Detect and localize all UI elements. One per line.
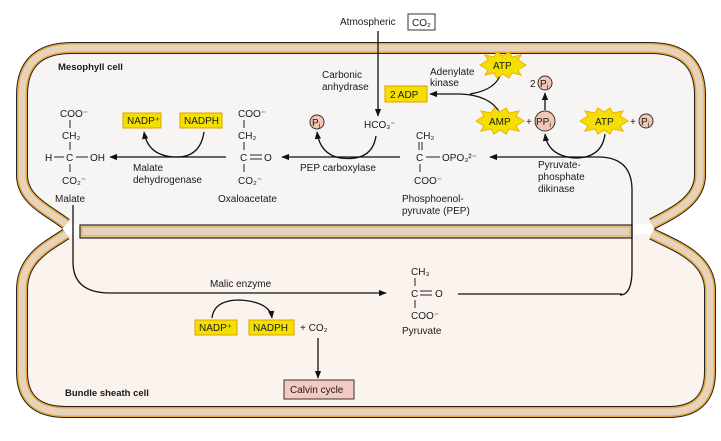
two-adp-highlight bbox=[384, 85, 428, 103]
svg-text:ATP: ATP bbox=[595, 117, 614, 128]
plus-sign-2: + bbox=[630, 117, 636, 128]
atp-starburst-top: ATP bbox=[479, 51, 527, 79]
phosphate-icon: Pi bbox=[309, 114, 325, 130]
oxaloacetate-structure: COO⁻ CH₂ C O CO₂⁻ Oxaloacetate bbox=[218, 109, 277, 205]
atmospheric-co2: CO₂ bbox=[412, 18, 431, 29]
calvin-cycle-label: Calvin cycle bbox=[290, 385, 344, 396]
atp-starburst-right: ATP bbox=[579, 107, 629, 135]
ppdk-label-2: phosphate bbox=[538, 172, 585, 183]
svg-text:PPi: PPi bbox=[536, 117, 551, 129]
nadph-top: NADPH bbox=[184, 116, 219, 127]
svg-text:Malate: Malate bbox=[55, 194, 85, 205]
svg-text:Pi: Pi bbox=[312, 118, 321, 130]
svg-text:OPO₃²⁻: OPO₃²⁻ bbox=[442, 153, 477, 164]
svg-text:CO₂⁻: CO₂⁻ bbox=[62, 176, 86, 187]
atp-to-pp-curve bbox=[542, 133, 606, 159]
atmospheric-label: Atmospheric bbox=[340, 17, 396, 28]
carbonic-anhydrase-label-1: Carbonic bbox=[322, 70, 362, 81]
svg-text:ATP: ATP bbox=[493, 61, 512, 72]
bundle-sheath-cell bbox=[16, 228, 716, 418]
pyrophosphate-icon: PPi bbox=[534, 110, 556, 132]
pyruvate-structure: CH₃ C O COO⁻ Pyruvate bbox=[402, 267, 443, 337]
carbonic-anhydrase-label-2: anhydrase bbox=[322, 82, 369, 93]
mesophyll-cell-label: Mesophyll cell bbox=[58, 62, 123, 73]
svg-text:O: O bbox=[264, 153, 272, 164]
svg-text:COO⁻: COO⁻ bbox=[411, 311, 439, 322]
svg-text:AMP: AMP bbox=[489, 117, 511, 128]
ppdk-label-3: dikinase bbox=[538, 184, 575, 195]
pyruvate-to-pep-arrow bbox=[489, 153, 633, 296]
amp-to-adp-arrow bbox=[429, 90, 501, 114]
hco3: HCO₃⁻ bbox=[364, 120, 396, 131]
nadp-plus-bottom-highlight bbox=[194, 319, 238, 336]
calvin-cycle-box bbox=[283, 379, 355, 400]
shared-cell-wall-inner bbox=[81, 226, 631, 237]
malate-dehydrogenase-label-2: dehydrogenase bbox=[133, 175, 202, 186]
amp-starburst: AMP bbox=[475, 107, 525, 135]
svg-text:O: O bbox=[435, 289, 443, 300]
phosphate-icon-two: Pi bbox=[537, 75, 553, 91]
two-adp: 2 ADP bbox=[390, 90, 419, 101]
pep-carboxylase-label: PEP carboxylase bbox=[300, 163, 376, 174]
plus-sign: + bbox=[526, 117, 532, 128]
svg-text:CO₂⁻: CO₂⁻ bbox=[238, 176, 262, 187]
adenylate-kinase-label-2: kinase bbox=[430, 78, 459, 89]
svg-text:CH₂: CH₂ bbox=[416, 131, 434, 142]
svg-text:COO⁻: COO⁻ bbox=[414, 176, 442, 187]
nadph-to-nadp-curve bbox=[142, 131, 205, 158]
svg-text:Pi: Pi bbox=[641, 117, 650, 129]
nadph-highlight bbox=[179, 112, 223, 129]
svg-text:H: H bbox=[45, 153, 52, 164]
nadp-plus-highlight bbox=[122, 112, 162, 129]
plus-co2: + CO₂ bbox=[300, 323, 328, 334]
mesophyll-cell bbox=[16, 42, 706, 230]
nadph-bottom-highlight bbox=[248, 319, 295, 336]
svg-text:CH₂: CH₂ bbox=[62, 131, 80, 142]
nadp-to-nadph-curve bbox=[211, 299, 275, 319]
nadp-plus-bottom: NADP⁺ bbox=[199, 323, 232, 334]
svg-text:Pi: Pi bbox=[540, 79, 549, 91]
nadp-plus-top: NADP⁺ bbox=[127, 116, 160, 127]
pep-structure: CH₂ C OPO₃²⁻ COO⁻ Phosphoenol- pyruvate … bbox=[402, 131, 477, 217]
svg-text:C: C bbox=[66, 153, 73, 164]
svg-text:COO⁻: COO⁻ bbox=[60, 109, 88, 120]
malate-dehydrogenase-label-1: Malate bbox=[133, 163, 163, 174]
svg-text:pyruvate (PEP): pyruvate (PEP) bbox=[402, 206, 470, 217]
svg-text:COO⁻: COO⁻ bbox=[238, 109, 266, 120]
two-label: 2 bbox=[530, 79, 536, 90]
svg-text:C: C bbox=[416, 153, 423, 164]
svg-text:C: C bbox=[240, 153, 247, 164]
svg-text:Oxaloacetate: Oxaloacetate bbox=[218, 194, 277, 205]
svg-text:CH₃: CH₃ bbox=[411, 267, 430, 278]
phosphate-icon-right: Pi bbox=[638, 113, 654, 129]
svg-text:Phosphoenol-: Phosphoenol- bbox=[402, 194, 464, 205]
malate-transport-arrow bbox=[72, 205, 387, 297]
svg-text:OH: OH bbox=[90, 153, 105, 164]
malate-structure: COO⁻ CH₂ H C OH CO₂⁻ Malate bbox=[45, 109, 105, 205]
co2-box bbox=[407, 13, 436, 31]
ppdk-label-1: Pyruvate- bbox=[538, 160, 581, 171]
svg-text:CH₂: CH₂ bbox=[238, 131, 256, 142]
svg-text:C: C bbox=[411, 289, 418, 300]
nadph-bottom: NADPH bbox=[253, 323, 288, 334]
malic-enzyme-label: Malic enzyme bbox=[210, 279, 272, 290]
adenylate-kinase-label-1: Adenylate bbox=[430, 67, 475, 78]
bundle-sheath-cell-label: Bundle sheath cell bbox=[65, 388, 149, 399]
svg-text:Pyruvate: Pyruvate bbox=[402, 326, 442, 337]
hco3-to-pi-curve bbox=[314, 131, 377, 160]
